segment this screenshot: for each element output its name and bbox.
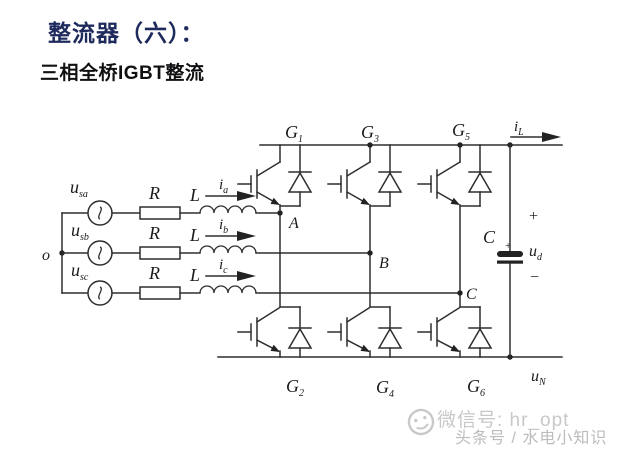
- inductor-phase-a: [199, 205, 257, 214]
- label-l1: L: [189, 185, 200, 205]
- label-g3: G3: [361, 122, 379, 145]
- page-subtitle: 三相全桥IGBT整流: [40, 63, 205, 84]
- label-un: uN: [531, 368, 547, 388]
- label-r3: R: [148, 263, 160, 283]
- node-c-dot: [457, 290, 463, 296]
- output-plus-sign: +: [529, 208, 538, 225]
- circuit-labels: o usa usb usc R R R L L L ia ib ic G1 G3…: [42, 119, 547, 400]
- igbt-g4: [327, 306, 402, 358]
- dc-link: [497, 131, 562, 358]
- watermark-wechat-id: 微信号: hr_opt: [437, 410, 570, 431]
- current-arrow-phase-b: [205, 230, 257, 242]
- bridge: [217, 142, 563, 360]
- label-g2: G2: [286, 376, 304, 399]
- ac-source-phase-a: [87, 200, 113, 226]
- capacitor-plate-top: [497, 251, 523, 257]
- label-node-c: C: [466, 286, 477, 303]
- label-l3: L: [189, 265, 200, 285]
- label-usb: usb: [71, 220, 89, 243]
- label-g1: G1: [285, 122, 303, 145]
- label-ud: ud: [529, 243, 543, 263]
- inductor-phase-c: [199, 285, 257, 294]
- label-capacitor-c: C: [483, 227, 496, 247]
- label-ic: ic: [219, 257, 228, 276]
- current-arrow-phase-a: [205, 190, 257, 202]
- label-usc: usc: [71, 260, 89, 283]
- line-impedances: [139, 190, 461, 300]
- inductor-phase-b: [199, 245, 257, 254]
- label-usa: usa: [70, 177, 88, 200]
- label-node-b: B: [379, 255, 389, 272]
- label-ib: ib: [219, 217, 228, 236]
- ac-source-phase-b: [87, 240, 113, 266]
- label-l2: L: [189, 225, 200, 245]
- resistor-phase-b: [139, 246, 181, 260]
- label-g4: G4: [376, 377, 394, 400]
- igbt-g2: [237, 306, 312, 358]
- label-g5: G5: [452, 120, 470, 143]
- ac-source-phase-c: [87, 280, 113, 306]
- node-a-dot: [277, 210, 283, 216]
- resistor-phase-a: [139, 206, 181, 220]
- neutral-node-label: o: [42, 247, 50, 264]
- page-title: 整流器（六）：: [48, 20, 205, 46]
- resistor-phase-c: [139, 286, 181, 300]
- node-b-dot: [367, 250, 373, 256]
- igbt-g6: [417, 306, 492, 358]
- current-arrow-phase-c: [205, 270, 257, 282]
- output-minus-sign: −: [530, 269, 539, 286]
- igbt-g5: [417, 144, 492, 207]
- capacitor-plate-bottom: [497, 260, 523, 264]
- label-node-a: A: [288, 215, 299, 232]
- label-r2: R: [148, 223, 160, 243]
- source-network: [59, 200, 141, 306]
- capacitor-polarity-mark: +: [505, 240, 511, 252]
- igbt-g3: [327, 144, 402, 207]
- watermark-toutiao-id: 头条号 / 水电小知识: [455, 430, 608, 447]
- label-il: iL: [514, 119, 524, 138]
- label-ia: ia: [219, 177, 228, 196]
- label-g6: G6: [467, 376, 485, 399]
- label-r1: R: [148, 183, 160, 203]
